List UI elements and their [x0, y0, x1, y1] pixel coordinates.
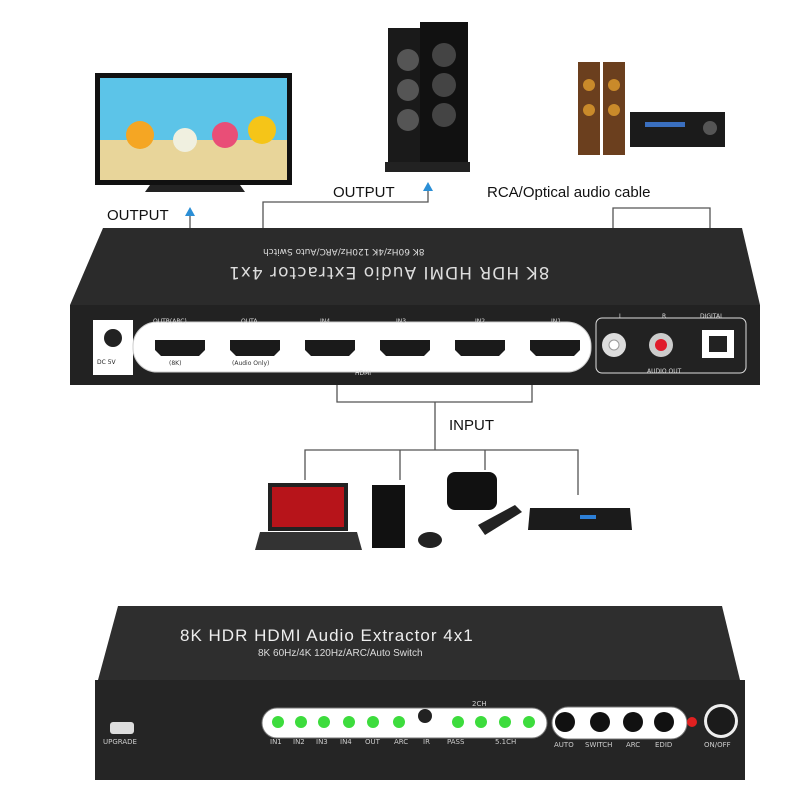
port-sub-outa: (Audio Only): [232, 360, 270, 367]
button-label-auto: AUTO: [554, 741, 574, 749]
audio-out-label: AUDIO OUT: [647, 368, 682, 375]
status-led: [367, 716, 379, 728]
led-label: IN1: [270, 738, 282, 746]
led-label: OUT: [365, 738, 380, 746]
port-label-in2: IN2: [475, 318, 486, 325]
hdmi-port: [230, 340, 280, 356]
status-led: [272, 716, 284, 728]
output-tv-label: OUTPUT: [107, 207, 169, 224]
button-label-switch: SWITCH: [585, 741, 613, 749]
upgrade-label: UPGRADE: [103, 738, 137, 746]
input-devices-image: [255, 472, 632, 550]
led-label: IN4: [340, 738, 352, 746]
digital-label: DIGITAL: [700, 313, 724, 320]
status-led: [475, 716, 487, 728]
2ch-label: 2CH: [472, 700, 487, 708]
dc-power-label: DC 5V: [97, 359, 116, 366]
status-led: [523, 716, 535, 728]
front-device-image: [95, 606, 745, 780]
led-label: PASS: [447, 738, 465, 746]
front-title: 8K HDR HDMI Audio Extractor 4x1: [180, 626, 474, 645]
stereo-system-image: [578, 62, 725, 155]
port-label-outa: OUTA: [241, 318, 258, 325]
audio-l-label: L: [619, 313, 623, 320]
status-led: [393, 716, 405, 728]
input-label: INPUT: [449, 417, 494, 434]
port-label-outb: OUTB(ARC): [153, 318, 187, 325]
speaker-image: [385, 22, 470, 172]
port-sub-outb: (8K): [169, 360, 182, 367]
hdmi-port: [155, 340, 205, 356]
hdmi-port: [305, 340, 355, 356]
tv-image: [95, 73, 292, 192]
hdmi-port: [380, 340, 430, 356]
audio-r-label: R: [662, 313, 667, 320]
audio-cable-label: RCA/Optical audio cable: [487, 184, 651, 201]
led-label: IR: [423, 738, 430, 746]
led-label: ARC: [394, 738, 409, 746]
connection-lines: [189, 188, 711, 495]
status-led: [499, 716, 511, 728]
back-subtitle: 8K 60Hz/4K 120Hz/ARC/Auto Switch: [263, 246, 425, 256]
port-label-in4: IN4: [320, 318, 331, 325]
button-label-edid: EDID: [655, 741, 673, 749]
led-label: IN2: [293, 738, 305, 746]
led-label: 5.1CH: [495, 738, 517, 746]
port-label-in3: IN3: [396, 318, 407, 325]
status-led: [452, 716, 464, 728]
port-label-in1: IN1: [551, 318, 562, 325]
front-subtitle: 8K 60Hz/4K 120Hz/ARC/Auto Switch: [258, 648, 423, 659]
button-label-arc: ARC: [626, 741, 641, 749]
back-title: 8K HDR HDMI Audio Extractor 4x1: [228, 262, 550, 282]
led-label: IN3: [316, 738, 328, 746]
status-led: [343, 716, 355, 728]
status-led: [318, 716, 330, 728]
output-speaker-label: OUTPUT: [333, 184, 395, 201]
hdmi-port: [530, 340, 580, 356]
power-button-label: ON/OFF: [704, 741, 731, 749]
status-led: [295, 716, 307, 728]
hdmi-group-label: HDMI: [355, 370, 372, 377]
hdmi-port: [455, 340, 505, 356]
